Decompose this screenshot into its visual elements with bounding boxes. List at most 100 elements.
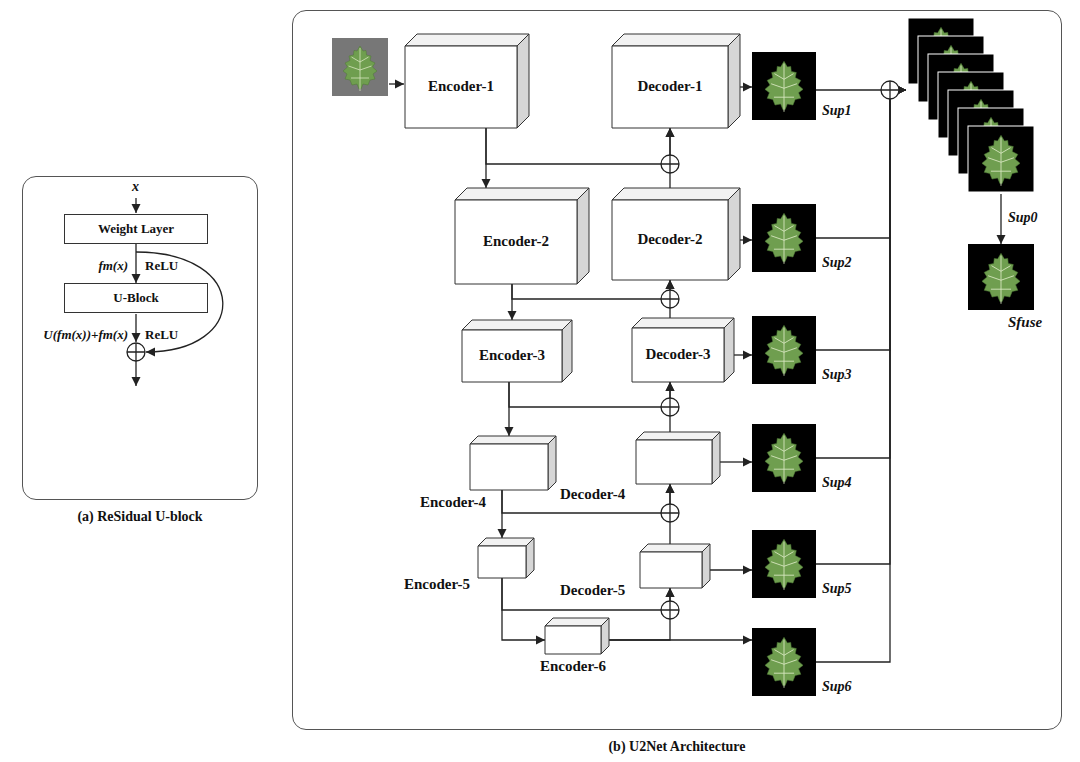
decoder-block: Decoder-2 <box>612 188 740 280</box>
block-front-face <box>470 444 548 490</box>
box-label: U-Block <box>113 291 159 306</box>
block-top-face <box>632 318 734 328</box>
sum-cross <box>661 290 679 308</box>
block-side-face <box>728 188 740 280</box>
block-shape <box>478 538 534 578</box>
leaf-image <box>765 433 803 483</box>
connector-arrow <box>816 90 906 662</box>
block-label: Encoder-1 <box>428 78 494 95</box>
panel-caption: (a) ReSidual U-block <box>77 509 202 525</box>
leaf-image <box>765 637 803 687</box>
block-top-face <box>462 320 572 330</box>
mask-ground <box>752 628 816 696</box>
sum-circle <box>661 290 679 308</box>
text-holder: Sup5 <box>822 581 852 597</box>
block-side-face <box>724 318 734 382</box>
block-top-face <box>405 34 529 46</box>
connector-arrow <box>816 90 906 458</box>
text-holder: Sup1 <box>822 103 852 119</box>
block-label: Encoder-5 <box>404 576 470 593</box>
connector-arrow <box>816 90 906 564</box>
connector-arrow <box>609 639 752 640</box>
sum-cross <box>661 504 679 522</box>
panel-frame: (b) U2Net ArchitectureEncoder-1Decoder-1… <box>292 10 1062 730</box>
fused-map-stack: Sup0 <box>906 16 1036 194</box>
text-holder: (b) U2Net Architecture <box>293 737 1061 757</box>
output-label: Sup1 <box>822 103 852 119</box>
text-holder: Encoder-3 <box>462 330 562 382</box>
math-label: ReLU <box>145 259 178 274</box>
output-label: Sup0 <box>1008 210 1038 226</box>
connector-arrow <box>135 244 136 283</box>
block-side-face <box>702 544 710 588</box>
block-top-face <box>478 538 534 546</box>
text-holder: Decoder-1 <box>612 46 728 128</box>
leaf-image <box>765 213 803 263</box>
block-front-face <box>612 200 728 280</box>
output-label: Sup2 <box>822 255 852 271</box>
sum-cross <box>661 155 679 173</box>
block-output-arrow <box>135 314 136 342</box>
text-holder: Sfuse <box>1008 314 1042 331</box>
block-top-face <box>455 188 589 200</box>
text-holder: (a) ReSidual U-block <box>23 507 257 527</box>
math-label: x <box>132 179 139 195</box>
block-top-face <box>545 618 609 626</box>
block-top-face <box>636 432 720 440</box>
math-label: fm(x) <box>98 259 128 274</box>
block-side-face <box>526 538 534 578</box>
sum-cross <box>881 81 899 99</box>
output-label: Sup3 <box>822 367 852 383</box>
encoder-block: Encoder-1 <box>405 34 529 128</box>
sum-circle <box>661 155 679 173</box>
block-front-face <box>405 46 517 128</box>
block-top-face <box>612 34 740 46</box>
side-output-map: Sup2 <box>752 204 816 272</box>
mask-ground <box>752 424 816 492</box>
output-label: Sup6 <box>822 679 852 695</box>
decoder-block: Decoder-5 <box>640 544 710 588</box>
text-holder: Sup3 <box>822 367 852 383</box>
math-label: U(fm(x))+fm(x) <box>43 328 128 343</box>
connector-arrow <box>740 239 752 240</box>
leaf-image <box>343 46 377 91</box>
leaf-image <box>982 135 1020 185</box>
side-output-map: Sup5 <box>752 530 816 598</box>
block-front-face <box>612 46 728 128</box>
block-label: Encoder-2 <box>483 233 549 250</box>
block-front-face <box>545 626 601 654</box>
panel-caption: (b) U2Net Architecture <box>608 739 745 755</box>
block-shape <box>640 544 710 588</box>
fused-output-map: Sfuse <box>968 244 1034 310</box>
text-holder: Encoder-6 <box>540 658 606 675</box>
connector-arrow <box>1000 194 1001 244</box>
mask-ground <box>968 244 1034 310</box>
connector-arrow <box>740 86 752 87</box>
block-side-face <box>548 436 556 490</box>
image-ground <box>332 38 388 96</box>
block-label: Encoder-3 <box>479 347 545 364</box>
output-arrow <box>135 361 136 386</box>
text-holder: U-Block <box>65 284 207 312</box>
decoder-block: Decoder-1 <box>612 34 740 128</box>
leaf-image <box>765 61 803 111</box>
box-label: Weight Layer <box>98 222 174 237</box>
text-holder: Sup4 <box>822 475 852 491</box>
block-front-face <box>455 200 577 284</box>
decoder-block: Decoder-4 <box>636 432 720 484</box>
connector-arrow <box>816 90 906 238</box>
text-holder: ReLU <box>145 259 178 274</box>
side-output-map: Sup1 <box>752 52 816 120</box>
output-label: Sup5 <box>822 581 852 597</box>
text-holder: fm(x) <box>98 259 128 274</box>
u-block-box: U-Block <box>64 283 208 313</box>
connector-arrow <box>486 128 670 164</box>
mask-ground <box>752 316 816 384</box>
weight-layer-box: Weight Layer <box>64 214 208 244</box>
block-front-face <box>632 328 724 382</box>
connector-arrow <box>509 382 670 407</box>
text-holder: Weight Layer <box>65 215 207 243</box>
side-output-map: Sup4 <box>752 424 816 492</box>
mask-ground <box>752 204 816 272</box>
